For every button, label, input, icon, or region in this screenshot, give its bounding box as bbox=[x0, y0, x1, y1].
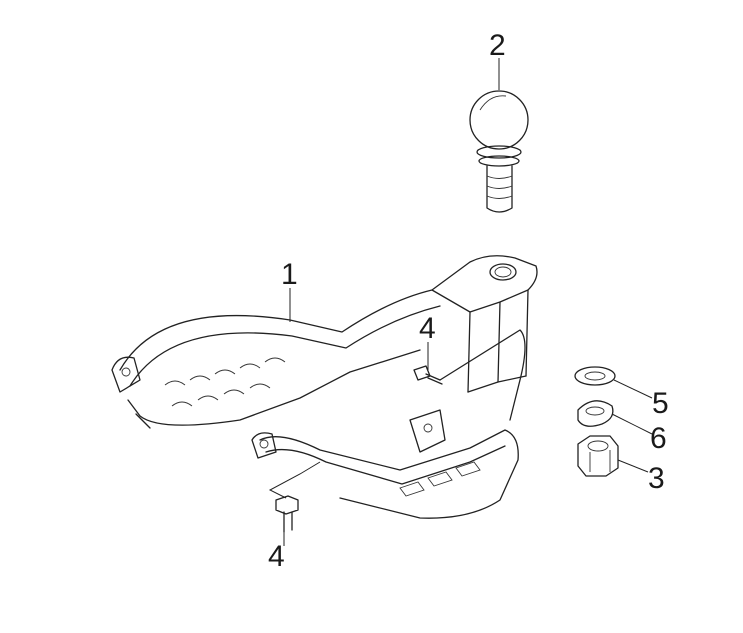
callout-4-upper: 4 bbox=[419, 312, 436, 345]
callout-1: 1 bbox=[281, 258, 298, 291]
hitch-ball bbox=[469, 90, 529, 213]
step-frame bbox=[111, 255, 538, 519]
hex-nut bbox=[577, 435, 619, 477]
lock-washer bbox=[577, 400, 614, 427]
leader-lines bbox=[268, 58, 653, 546]
callout-3: 3 bbox=[648, 462, 665, 495]
callout-5: 5 bbox=[652, 387, 669, 420]
flat-washer bbox=[574, 366, 616, 386]
bolt-lower bbox=[275, 495, 299, 533]
callout-6: 6 bbox=[650, 422, 667, 455]
callout-4-lower: 4 bbox=[268, 540, 285, 573]
callout-2: 2 bbox=[489, 29, 506, 62]
bolt-upper bbox=[413, 365, 443, 385]
